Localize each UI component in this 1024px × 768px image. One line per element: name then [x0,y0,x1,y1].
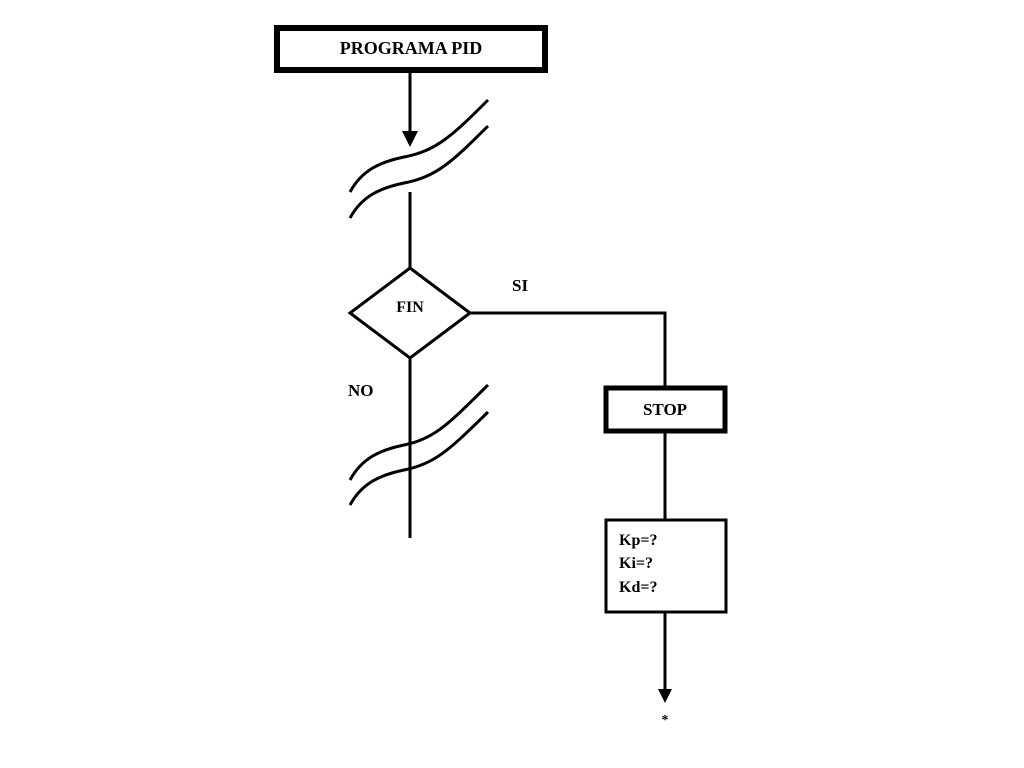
break-symbol-bottom [348,383,490,506]
gain-ki: Ki=? [619,555,653,572]
no-label: NO [348,381,374,400]
arrowhead-start [402,131,418,147]
start-box: PROGRAMA PID [274,25,548,73]
gain-kd: Kd=? [619,579,657,596]
yes-label: SI [512,276,528,295]
break-symbol-top [348,98,490,219]
decision-diamond: FIN [347,266,473,360]
gains-box: Kp=? Ki=? Kd=? [604,518,728,614]
connector-yes [470,311,667,388]
stop-box: STOP [603,385,728,434]
decision-label: FIN [396,299,424,316]
gain-kp: Kp=? [619,532,657,549]
continuation-mark: * [662,713,669,728]
start-label: PROGRAMA PID [340,38,483,58]
arrowhead-end [658,689,672,703]
stop-label: STOP [643,400,687,419]
